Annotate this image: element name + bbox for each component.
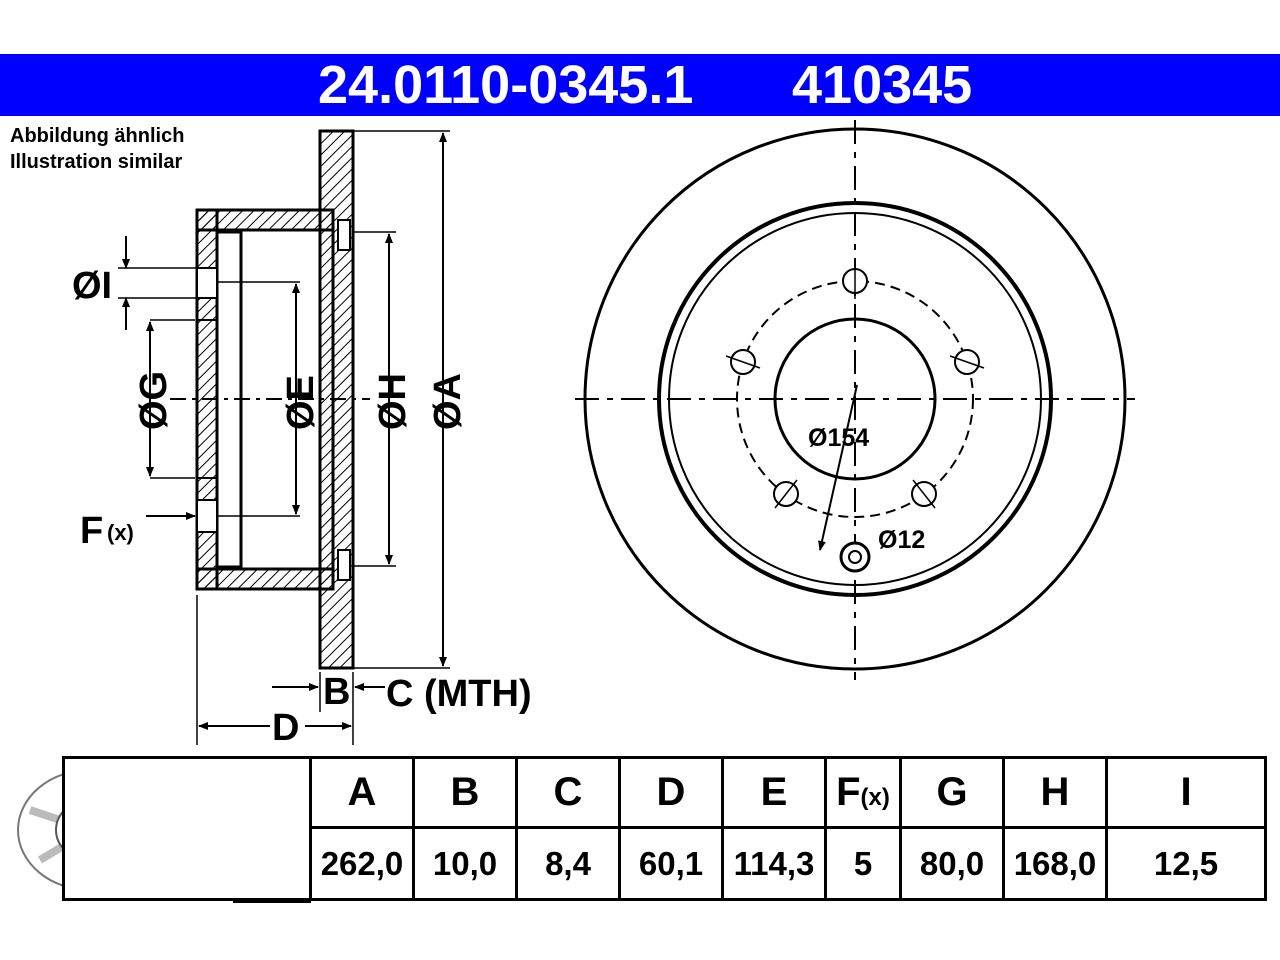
- dim-F: F (x): [80, 510, 196, 552]
- value-E: 114,3: [721, 826, 827, 901]
- value-I: 12,5: [1105, 826, 1267, 901]
- specs-header-row: A B C D E F(x) G H I: [62, 756, 1267, 901]
- dim-A: ØA: [353, 130, 469, 669]
- col-header-C: C: [515, 756, 621, 829]
- front-view: Ø154 Ø12: [575, 120, 1135, 680]
- label-pcd: Ø154: [808, 424, 869, 452]
- label-F: F: [80, 510, 103, 552]
- col-header-H: H: [1002, 756, 1108, 829]
- title-bar: 24.0110-0345.1 410345: [0, 54, 1280, 116]
- col-header-E: E: [721, 756, 827, 829]
- col-header-A: A: [309, 756, 415, 829]
- label-A: ØA: [427, 373, 469, 430]
- value-G: 80,0: [899, 826, 1005, 901]
- dim-D: D: [196, 595, 352, 749]
- icon-cell: [62, 756, 312, 901]
- label-G: ØG: [133, 371, 175, 430]
- note-line-en: Illustration similar: [10, 151, 183, 173]
- col-header-G: G: [899, 756, 1005, 829]
- dim-I: ØI: [72, 236, 217, 330]
- value-B: 10,0: [412, 826, 518, 901]
- col-header-I: I: [1105, 756, 1267, 829]
- specs-value-row: 262,0 10,0 8,4 60,1 114,3 5 80,0 168,0 1…: [64, 826, 1267, 901]
- col-header-F-letter: F: [836, 770, 861, 814]
- bolt-hole-6: [839, 541, 871, 573]
- value-A: 262,0: [309, 826, 415, 901]
- label-hole: Ø12: [878, 526, 925, 554]
- label-I: ØI: [72, 265, 112, 307]
- value-F: 5: [824, 826, 902, 901]
- value-H: 168,0: [1002, 826, 1108, 901]
- col-header-F: F(x): [824, 756, 902, 829]
- label-D: D: [272, 707, 299, 749]
- dim-E: ØE: [217, 281, 322, 517]
- label-C: C (MTH): [386, 673, 532, 715]
- label-F-sub: (x): [107, 520, 134, 545]
- illustration-note: Abbildung ähnlich Illustration similar: [10, 123, 184, 175]
- label-B: B: [323, 671, 350, 713]
- value-C: 8,4: [515, 826, 621, 901]
- dim-G: ØG: [133, 319, 195, 479]
- bolt-hole-section-top: [196, 267, 218, 299]
- note-line-de: Abbildung ähnlich: [10, 125, 185, 147]
- col-header-F-suffix: (x): [860, 784, 890, 811]
- specs-table: A B C D E F(x) G H I 262,0 10,0 8,4 60,1…: [62, 756, 1267, 901]
- part-number: 24.0110-0345.1: [318, 55, 694, 115]
- side-section-view: [170, 129, 370, 670]
- label-H: ØH: [372, 373, 414, 430]
- dim-H: ØH: [353, 231, 414, 567]
- value-D: 60,1: [618, 826, 724, 901]
- col-header-D: D: [618, 756, 724, 829]
- bolt-hole-section-bottom: [196, 499, 218, 533]
- label-E: ØE: [280, 375, 322, 430]
- dim-B-C: B C (MTH): [272, 671, 532, 745]
- article-number: 410345: [792, 55, 973, 115]
- col-header-B: B: [412, 756, 518, 829]
